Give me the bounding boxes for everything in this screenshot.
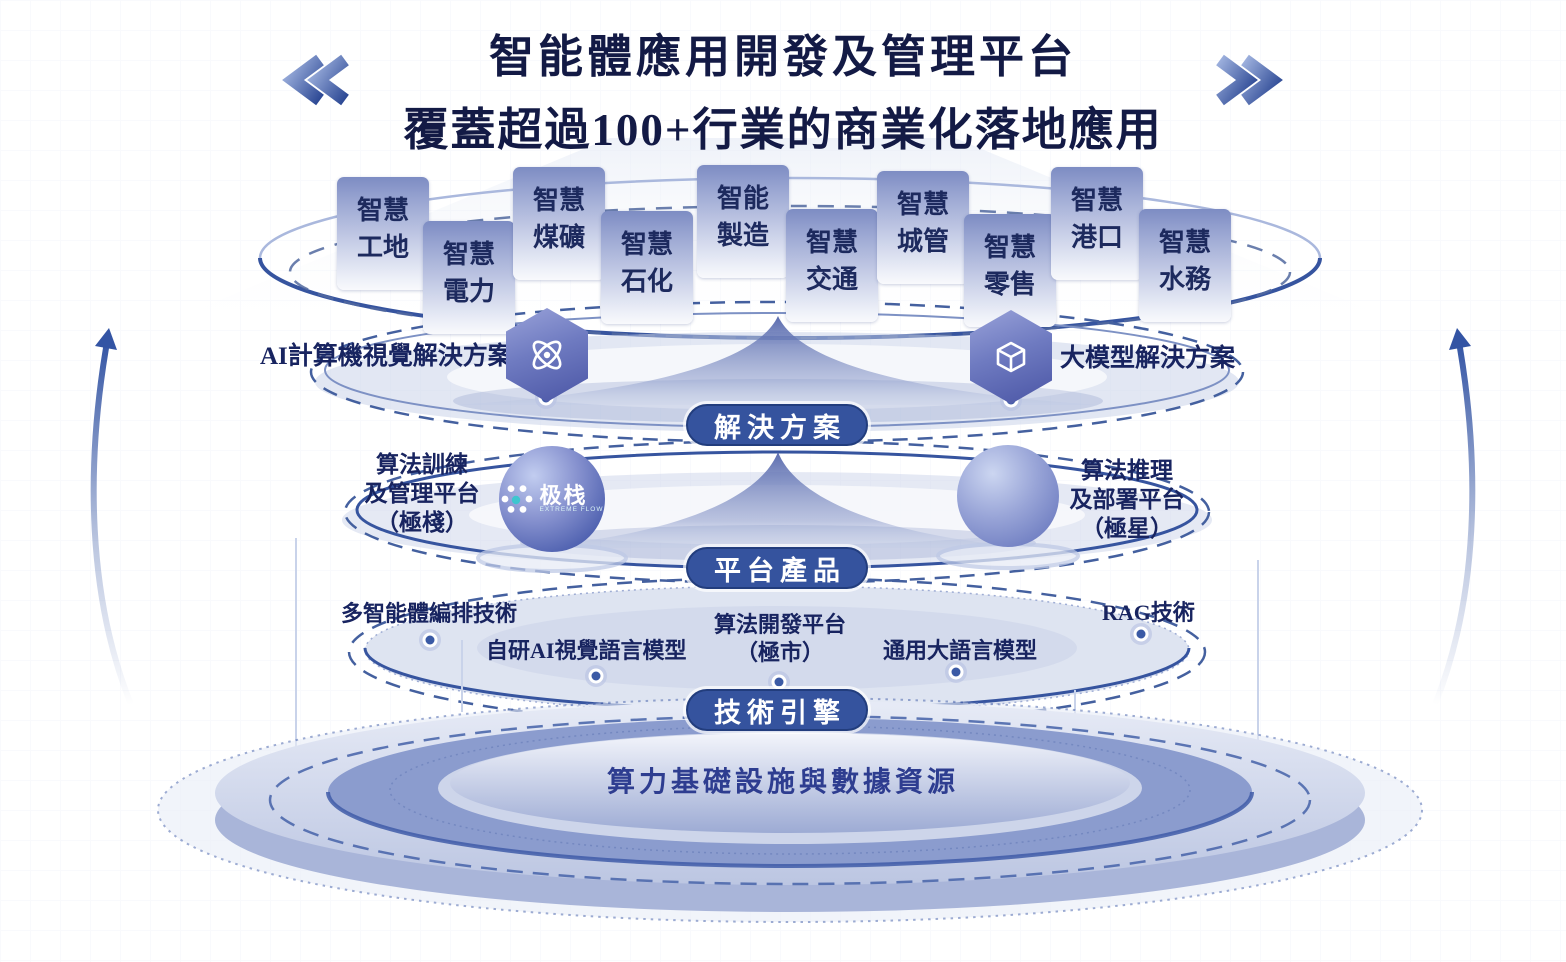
multi-agent-orchestration-label: 多智能體編排技術 bbox=[341, 601, 518, 626]
inference-platform-label: 算法推理 及部署平台 （極星） bbox=[1069, 458, 1185, 541]
cone-to-solutions bbox=[455, 316, 1101, 405]
double-chevron-right-icon bbox=[1216, 54, 1283, 106]
inference-platform-sphere bbox=[957, 445, 1059, 547]
general-llm-label: 通用大語言模型 bbox=[883, 638, 1038, 663]
cube-icon bbox=[996, 341, 1026, 373]
atom-icon bbox=[532, 340, 562, 370]
foundation-disc bbox=[157, 697, 1423, 923]
foundation-label: 算力基礎設施與數據資源 bbox=[606, 767, 959, 798]
rag-technology-label: RAG技術 bbox=[1102, 600, 1195, 625]
sphere-base-right bbox=[936, 542, 1080, 570]
industry-tag-smart-petrochemical: 智慧石化 bbox=[601, 211, 693, 324]
double-chevron-left-icon bbox=[282, 54, 349, 106]
extreme-flow-logo: 极栈 EXTREME FLOW bbox=[539, 483, 604, 514]
industry-tag-smart-water: 智慧水務 bbox=[1139, 209, 1231, 322]
title-line-1: 智能體應用開發及管理平台 bbox=[488, 32, 1077, 82]
industry-tag-smart-construction: 智慧工地 bbox=[337, 177, 429, 290]
industry-tag-smart-city-management: 智慧城管 bbox=[877, 171, 969, 284]
industry-tag-smart-power: 智慧電力 bbox=[423, 221, 515, 334]
industry-tag-smart-retail: 智慧零售 bbox=[964, 214, 1056, 327]
platform-products-pill: 平台產品 bbox=[686, 547, 868, 589]
title-line-2: 覆蓋超過100+行業的商業化落地應用 bbox=[403, 105, 1163, 155]
cone-to-platform bbox=[520, 452, 1036, 548]
industry-tag-smart-transport: 智慧交通 bbox=[786, 209, 878, 322]
page-title: 智能體應用開發及管理平台 覆蓋超過100+行業的商業化落地應用 bbox=[0, 20, 1566, 158]
training-platform-label: 算法訓練 及管理平台 （極棧） bbox=[364, 452, 480, 535]
molecule-icon bbox=[502, 485, 533, 513]
vision-language-model-label: 自研AI視覺語言模型 bbox=[486, 638, 687, 663]
curved-up-arrow-left bbox=[90, 328, 133, 705]
solutions-pill: 解決方案 bbox=[686, 404, 868, 446]
industry-tag-smart-manufacturing: 智能製造 bbox=[697, 165, 789, 278]
industry-tag-smart-port: 智慧港口 bbox=[1051, 167, 1143, 280]
extreme-flow-sphere: 极栈 EXTREME FLOW bbox=[499, 446, 605, 552]
llm-solution-label: 大模型解決方案 bbox=[1060, 345, 1236, 372]
tech-engine-pill: 技術引擎 bbox=[686, 689, 868, 731]
algorithm-dev-platform-label: 算法開發平台 （極市） bbox=[713, 612, 846, 665]
cv-solution-label: AI計算機視覺解決方案 bbox=[260, 343, 513, 370]
industry-tag-smart-coal: 智慧煤礦 bbox=[513, 167, 605, 280]
tech-ring bbox=[347, 576, 1207, 728]
curved-up-arrow-right bbox=[1433, 328, 1476, 705]
cv-solution-hexagon bbox=[506, 308, 588, 402]
